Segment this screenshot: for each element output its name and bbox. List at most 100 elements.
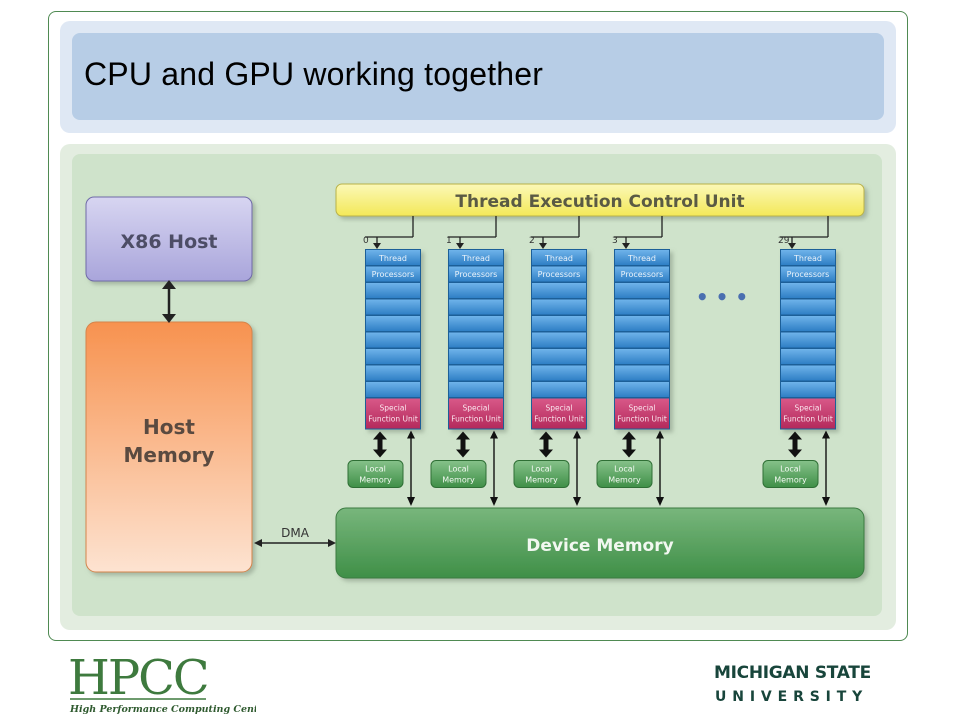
thread-processor-cell: [366, 299, 420, 315]
thread-processor-cell: [781, 316, 835, 331]
thread-processor-cell: [366, 382, 420, 397]
local-memory-label-line1: Local: [614, 465, 635, 474]
thread-processor-cell: [532, 283, 586, 298]
sfu-label-line1: Special: [462, 404, 489, 413]
multiprocessor-index: 0: [363, 236, 369, 246]
dma-arrow: DMA: [254, 526, 336, 547]
tecu-connector-arrowhead: [788, 243, 796, 249]
device-memory-label: Device Memory: [526, 536, 673, 556]
thread-processor-cell: [781, 266, 835, 282]
thread-label: Thread: [544, 254, 573, 263]
thread-label: Thread: [627, 254, 656, 263]
device-memory-arrowhead-down: [573, 497, 581, 506]
tecu-connector-arrowhead: [539, 243, 547, 249]
hpcc-logo-text: HPCC: [68, 650, 208, 706]
device-memory-arrowhead-up: [573, 430, 581, 439]
thread-processor-cell: [615, 283, 669, 298]
processors-label: Processors: [538, 270, 581, 279]
sfu-label-line2: Function Unit: [783, 415, 833, 424]
local-memory-arrowhead-up: [456, 431, 470, 440]
hpcc-logo-subtitle: High Performance Computing Center: [69, 704, 256, 715]
local-memory-block: [513, 460, 570, 488]
multiprocessor-index: 2: [529, 236, 535, 246]
slide-frame: [48, 11, 908, 641]
host-memory-block: Host Memory: [85, 321, 253, 573]
thread-processor-cell: [615, 332, 669, 348]
msu-logo-line2: U N I V E R S I T Y: [715, 689, 863, 705]
processors-label: Processors: [787, 270, 830, 279]
local-memory-arrowhead-down: [456, 449, 470, 458]
thread-processor-cell: [615, 316, 669, 331]
x86-host-block: X86 Host: [85, 196, 253, 282]
device-memory-arrowhead-down: [407, 497, 415, 506]
thread-processor-cell: [449, 365, 503, 381]
thread-processor-cell: [781, 365, 835, 381]
msu-logo-line1: MICHIGAN STATE: [714, 663, 871, 683]
special-function-unit: [615, 398, 669, 429]
thread-processor-cell: [366, 266, 420, 282]
ellipsis-more-multiprocessors: • • •: [696, 285, 748, 309]
special-function-unit: [366, 398, 420, 429]
device-memory-arrowhead-up: [407, 430, 415, 439]
thread-processor-cell: [615, 349, 669, 364]
host-memory-label-line2: Memory: [124, 443, 215, 467]
local-memory-label-line2: Memory: [359, 476, 392, 485]
thread-label: Thread: [793, 254, 822, 263]
thread-processor-cell: [615, 365, 669, 381]
thread-processor-cell: [366, 250, 420, 265]
device-memory-arrowhead-up: [656, 430, 664, 439]
thread-processor-cell: [366, 349, 420, 364]
local-memory-label-line1: Local: [780, 465, 801, 474]
local-memory-arrowhead-up: [539, 431, 553, 440]
tecu-connector-arrowhead: [622, 243, 630, 249]
thread-processor-cell: [449, 382, 503, 397]
multiprocessor-index: 29: [778, 236, 790, 246]
tecu-connector-arrowhead: [373, 243, 381, 249]
thread-processor-cell: [449, 283, 503, 298]
thread-processor-cell: [532, 332, 586, 348]
local-memory-arrowhead-up: [622, 431, 636, 440]
thread-processor-cell: [449, 349, 503, 364]
thread-processor-cell: [532, 365, 586, 381]
device-memory-arrowhead-down: [490, 497, 498, 506]
hpcc-logo: HPCC High Performance Computing Center: [68, 650, 256, 715]
device-memory-arrowhead-up: [490, 430, 498, 439]
local-memory-label-line2: Memory: [525, 476, 558, 485]
multiprocessor-index: 3: [612, 236, 618, 246]
thread-label: Thread: [461, 254, 490, 263]
title-box: [72, 33, 884, 120]
thread-processor-cell: [532, 299, 586, 315]
thread-processor-cell: [781, 332, 835, 348]
device-memory-block: Device Memory: [335, 507, 865, 579]
thread-processor-cell: [615, 266, 669, 282]
thread-processor-cell: [366, 365, 420, 381]
local-memory-label-line1: Local: [365, 465, 386, 474]
local-memory-arrowhead-down: [539, 449, 553, 458]
thread-processor-cell: [366, 283, 420, 298]
msu-logo: MICHIGAN STATE U N I V E R S I T Y: [714, 663, 871, 705]
thread-processor-cell: [449, 250, 503, 265]
local-memory-arrowhead-down: [373, 449, 387, 458]
thread-processor-cell: [449, 316, 503, 331]
thread-processor-cell: [532, 266, 586, 282]
thread-processor-cell: [532, 349, 586, 364]
diagram-panel: X86 Host Host Memory DMA Thread Executio…: [60, 144, 896, 630]
local-memory-arrowhead-up: [373, 431, 387, 440]
sfu-label-line1: Special: [379, 404, 406, 413]
thread-processor-cell: [366, 332, 420, 348]
local-memory-label-line1: Local: [448, 465, 469, 474]
slide-title: CPU and GPU working together: [84, 56, 544, 92]
thread-processor-cell: [449, 299, 503, 315]
local-memory-arrowhead-up: [788, 431, 802, 440]
processors-label: Processors: [455, 270, 498, 279]
processors-label: Processors: [621, 270, 664, 279]
local-memory-arrowhead-down: [622, 449, 636, 458]
sfu-label-line1: Special: [545, 404, 572, 413]
thread-processor-cell: [781, 382, 835, 397]
special-function-unit: [449, 398, 503, 429]
local-memory-label-line2: Memory: [442, 476, 475, 485]
